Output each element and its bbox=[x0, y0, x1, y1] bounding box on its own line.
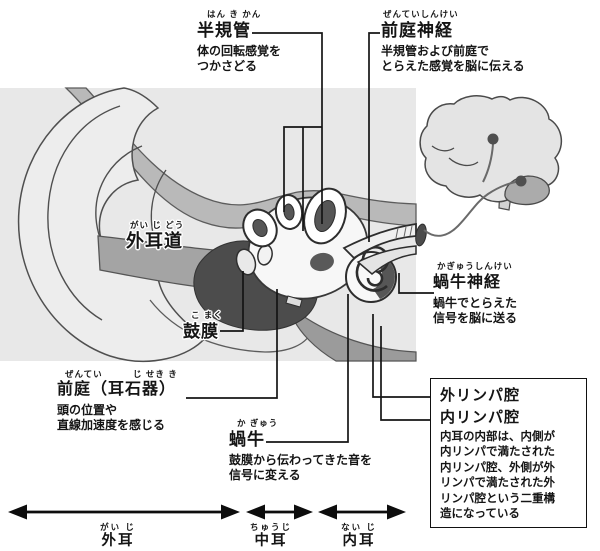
leader-cochlear-nerve bbox=[398, 273, 434, 294]
label-vestibule: ぜんてい じ せき き 前庭（耳石器） 頭の位置や直線加速度を感じる bbox=[57, 368, 178, 432]
furigana: がい じ どう bbox=[130, 220, 185, 230]
vestibule-opening bbox=[310, 252, 334, 272]
label-title: 蝸牛 bbox=[229, 430, 265, 449]
description-line: つかさどる bbox=[197, 58, 258, 73]
brainstem-node-dot bbox=[515, 175, 527, 187]
middle-ear-arrowhead-left bbox=[246, 504, 265, 520]
malleus bbox=[235, 248, 257, 276]
leader-vestibular-nerve bbox=[368, 32, 380, 242]
furigana: ちゅうじ bbox=[249, 522, 292, 532]
label-vestibular-nerve: ぜんていしんけい 前庭神経 半規管および前庭でとらえた感覚を脳に伝える bbox=[381, 9, 525, 73]
inner-ear-arrowhead-left bbox=[318, 504, 337, 520]
furigana: じ せき き bbox=[133, 369, 178, 379]
description-line: とらえた感覚を脳に伝える bbox=[381, 58, 525, 73]
scale-label: 中耳 bbox=[254, 533, 288, 549]
eustachian-tube bbox=[293, 313, 417, 362]
furigana: ない じ bbox=[341, 522, 377, 532]
label-title: 蝸牛神経 bbox=[433, 274, 502, 291]
label-eardrum: こ まく 鼓膜 bbox=[183, 310, 223, 342]
label-cochlear-nerve: かぎゅうしんけい 蝸牛神経 蝸牛でとらえた信号を脳に送る bbox=[433, 261, 517, 325]
label-description: 半規管および前庭でとらえた感覚を脳に伝える bbox=[381, 44, 525, 73]
scale-label: 外耳 bbox=[101, 533, 135, 549]
furigana-row: ぜんてい じ せき き bbox=[57, 368, 178, 379]
label-title: 前庭神経 bbox=[381, 21, 453, 40]
leader-eardrum bbox=[220, 271, 244, 332]
leader-endolymph bbox=[380, 326, 432, 421]
outer-ear-arrowhead-right bbox=[221, 504, 240, 520]
middle-ear-arrowhead-right bbox=[294, 504, 313, 520]
furigana: がい じ bbox=[100, 522, 136, 532]
leader-vestibule bbox=[186, 289, 278, 399]
description-line: 体の回転感覚を bbox=[197, 44, 282, 58]
label-title: 半規管 bbox=[197, 21, 251, 40]
leader-cochlea bbox=[266, 294, 349, 443]
pinna bbox=[17, 87, 207, 363]
lymph-spaces-box: 外リンパ腔 内リンパ腔 内耳の内部は、内側が内リンパで満たされた内リンパ腔、外側… bbox=[430, 378, 587, 528]
label-cochlea: か ぎゅう 蝸牛 鼓膜から伝わってきた音を信号に変える bbox=[229, 418, 372, 482]
furigana: ぜんてい bbox=[65, 369, 103, 379]
description-line: 頭の位置や bbox=[57, 403, 118, 417]
leader-perilymph bbox=[372, 314, 432, 398]
scale-label: 内耳 bbox=[342, 533, 376, 549]
furigana: かぎゅうしんけい bbox=[437, 261, 513, 271]
endolymph-label: 内リンパ腔 bbox=[440, 408, 521, 426]
furigana: こ まく bbox=[191, 310, 223, 320]
nerve-striations bbox=[395, 225, 413, 239]
label-title: 外耳道 bbox=[126, 231, 183, 251]
helix-ridge bbox=[47, 105, 121, 321]
cortex-node-dot bbox=[487, 133, 499, 145]
description-line: 信号を脳に送る bbox=[433, 310, 518, 325]
label-title: 前庭（耳石器） bbox=[57, 381, 177, 398]
description-line: 内リンパ腔、外側が外 bbox=[440, 461, 555, 474]
furigana: はん き かん bbox=[207, 9, 262, 19]
label-description: 頭の位置や直線加速度を感じる bbox=[57, 403, 176, 432]
nerve-pathway-to-cortex bbox=[482, 143, 494, 183]
lymph-description: 内耳の内部は、内側が内リンパで満たされた内リンパ腔、外側が外リンパで満たされた外… bbox=[440, 430, 577, 522]
earlobe-curve bbox=[149, 299, 311, 353]
stapes bbox=[285, 295, 303, 308]
label-title: 鼓膜 bbox=[183, 322, 219, 341]
scale-label-middle-ear: ちゅうじ 中耳 bbox=[247, 522, 295, 549]
label-semicircular-canals: はん き かん 半規管 体の回転感覚をつかさどる bbox=[197, 9, 281, 73]
nerve-pathway-to-brainstem bbox=[423, 180, 521, 237]
description-line: 信号に変える bbox=[229, 467, 301, 482]
concha-ridge bbox=[150, 169, 167, 239]
perilymph-label: 外リンパ腔 bbox=[440, 387, 521, 404]
description-line: リンパで満たされた外 bbox=[440, 477, 555, 490]
furigana: ぜんていしんけい bbox=[383, 9, 459, 19]
cochlea-spiral bbox=[355, 246, 390, 292]
brain bbox=[419, 95, 563, 203]
leader-semicircular-main bbox=[252, 32, 323, 224]
brain-fold-lines bbox=[431, 145, 479, 167]
description-line: 蝸牛でとらえた bbox=[433, 296, 518, 310]
description-line: リンパ腔という二重構 bbox=[440, 492, 555, 505]
leader-semicircular-branch-1 bbox=[283, 126, 322, 212]
scale-arrows bbox=[8, 504, 406, 520]
description-line: 造になっている bbox=[440, 508, 520, 521]
scale-label-inner-ear: ない じ 内耳 bbox=[335, 522, 383, 549]
label-description: 体の回転感覚をつかさどる bbox=[197, 44, 281, 73]
inner-ear-arrowhead-right bbox=[387, 504, 406, 520]
semicircular-canal-1-opening bbox=[252, 218, 268, 238]
semicircular-canal-2-opening bbox=[283, 203, 295, 221]
leader-lines bbox=[186, 32, 434, 443]
semicircular-canal-3-opening bbox=[314, 200, 336, 232]
scale-label-outer-ear: がい じ 外耳 bbox=[94, 522, 142, 549]
description-line: 半規管および前庭で bbox=[381, 44, 490, 58]
label-description: 鼓膜から伝わってきた音を信号に変える bbox=[229, 453, 372, 482]
outer-ear-arrowhead-left bbox=[8, 504, 27, 520]
nerve-cut-end bbox=[415, 223, 427, 247]
cochlear-nerve-band bbox=[356, 245, 417, 275]
description-line: 鼓膜から伝わってきた音を bbox=[229, 453, 373, 467]
label-ear-canal: がい じ どう 外耳道 bbox=[126, 220, 184, 252]
description-line: 直線加速度を感じる bbox=[57, 417, 166, 432]
description-line: 内リンパで満たされた bbox=[440, 446, 555, 459]
furigana: か ぎゅう bbox=[237, 418, 279, 428]
label-description: 蝸牛でとらえた信号を脳に送る bbox=[433, 296, 517, 325]
description-line: 内耳の内部は、内側が bbox=[440, 431, 555, 443]
